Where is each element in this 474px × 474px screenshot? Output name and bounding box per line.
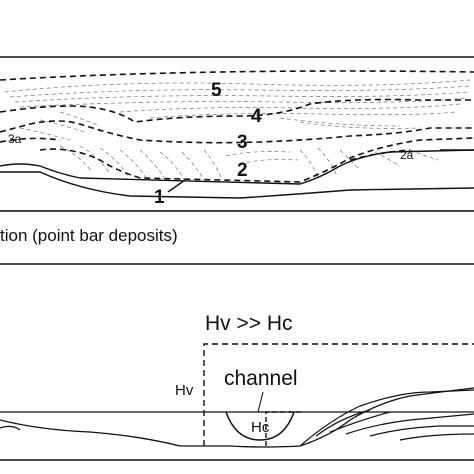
leader-1 bbox=[167, 179, 186, 193]
valley-inner-left bbox=[0, 425, 21, 431]
upper-panel: 5 4 3 2 1 3a 2a bbox=[0, 56, 474, 212]
boundary-3 bbox=[0, 120, 474, 144]
unit-label-1: 1 bbox=[154, 187, 165, 208]
hc-label: Hc bbox=[251, 419, 270, 436]
boundary-4 bbox=[0, 98, 474, 123]
bank-deposits bbox=[299, 389, 474, 447]
unit-label-3: 3 bbox=[237, 132, 248, 153]
relation-label: Hv >> Hc bbox=[205, 312, 293, 335]
channel-leader bbox=[257, 391, 264, 413]
lamination-lines bbox=[4, 79, 471, 181]
unit-label-2: 2 bbox=[237, 160, 248, 181]
boundary-5 bbox=[0, 70, 474, 81]
upper-caption: tion (point bar deposits) bbox=[0, 226, 178, 245]
unit-label-3a: 3a bbox=[8, 132, 22, 146]
valley-base bbox=[0, 387, 474, 448]
unit-label-4: 4 bbox=[251, 106, 262, 127]
unit-boundaries bbox=[0, 70, 474, 183]
channel-label: channel bbox=[224, 367, 298, 390]
channel-profile bbox=[225, 411, 295, 441]
boundary-3a bbox=[0, 137, 61, 143]
base-lower bbox=[0, 171, 474, 199]
hv-bracket bbox=[203, 343, 474, 446]
base-1 bbox=[0, 149, 474, 185]
unit-label-5: 5 bbox=[211, 80, 222, 101]
lower-panel: Hv >> Hc channel Hv Hc bbox=[0, 263, 474, 461]
hv-label: Hv bbox=[175, 382, 194, 399]
boundary-2 bbox=[39, 137, 474, 183]
unit-label-2a: 2a bbox=[400, 148, 414, 162]
basal-surfaces bbox=[0, 149, 474, 199]
